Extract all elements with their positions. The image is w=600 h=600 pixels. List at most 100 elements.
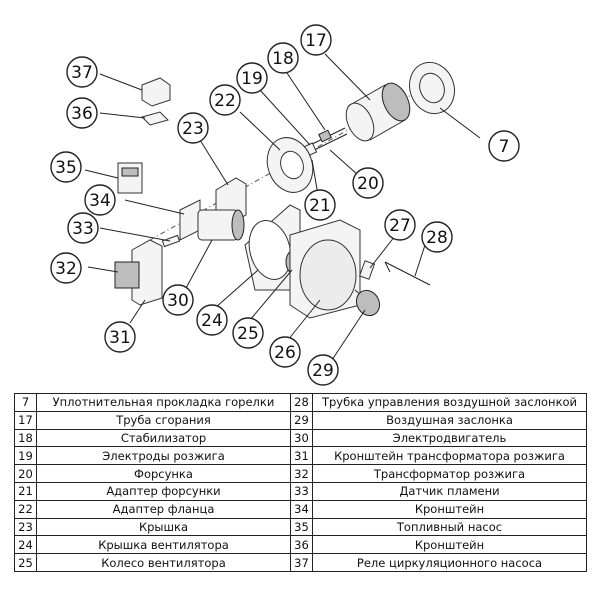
part-fan-cover <box>244 204 301 291</box>
callout-number: 29 <box>312 361 334 381</box>
callout-26: 26 <box>269 336 301 368</box>
callout-20: 20 <box>352 167 384 199</box>
callout-number: 21 <box>309 196 331 216</box>
callout-19: 19 <box>236 62 268 94</box>
part-name: Трансформатор розжига <box>312 464 587 483</box>
callout-30: 30 <box>162 284 194 316</box>
part-fuel-pump <box>117 162 143 194</box>
callout-22: 22 <box>209 84 241 116</box>
part-housing <box>289 219 361 319</box>
part-name: Крышка вентилятора <box>36 535 291 555</box>
callout-circle <box>300 24 332 56</box>
callout-36: 36 <box>66 97 98 129</box>
callout-circle <box>488 130 520 162</box>
callout-number: 22 <box>214 91 236 111</box>
part-number: 7 <box>14 393 37 412</box>
part-transformer <box>114 239 163 306</box>
part-gasket <box>408 61 456 115</box>
callout-number: 36 <box>71 104 93 124</box>
part-relay <box>141 77 171 107</box>
callout-number: 35 <box>55 158 77 178</box>
callout-18: 18 <box>267 42 299 74</box>
callout-circle <box>104 321 136 353</box>
callout-number: 28 <box>426 228 448 248</box>
callout-circle <box>177 112 209 144</box>
callout-23: 23 <box>177 112 209 144</box>
callout-circle <box>236 62 268 94</box>
part-number: 18 <box>14 428 37 448</box>
callout-7: 7 <box>488 130 520 162</box>
callout-number: 26 <box>274 343 296 363</box>
part-number: 21 <box>14 481 37 501</box>
part-name: Крышка <box>36 517 291 537</box>
part-electrodes <box>299 127 348 158</box>
callout-circle <box>84 184 116 216</box>
part-number: 19 <box>14 446 37 466</box>
callout-number: 33 <box>72 219 94 239</box>
part-number: 33 <box>290 481 313 501</box>
exploded-diagram: 7171819202122232425262728293031323334353… <box>50 24 520 386</box>
part-name: Реле циркуляционного насоса <box>312 553 587 572</box>
part-name: Труба сгорания <box>36 410 291 430</box>
part-flange-adapter <box>266 137 314 193</box>
part-name: Электродвигатель <box>312 428 587 448</box>
callout-25: 25 <box>232 317 264 349</box>
callout-number: 25 <box>237 324 259 344</box>
callout-number: 18 <box>272 49 294 69</box>
callout-labels: 7171819202122232425262728293031323334353… <box>50 24 520 386</box>
callout-number: 34 <box>89 191 111 211</box>
leader-lines <box>84 53 481 361</box>
part-number: 30 <box>290 428 313 448</box>
part-number: 28 <box>290 393 313 412</box>
callout-circle <box>267 42 299 74</box>
callout-number: 23 <box>182 119 204 139</box>
part-number: 34 <box>290 499 313 519</box>
part-bracket-36 <box>141 111 169 126</box>
part-name: Кронштейн <box>312 499 587 519</box>
callout-35: 35 <box>50 151 82 183</box>
part-motor <box>197 209 245 241</box>
part-number: 31 <box>290 446 313 466</box>
callout-29: 29 <box>307 354 339 386</box>
part-name: Уплотнительная прокладка горелки <box>36 393 291 412</box>
part-name: Датчик пламени <box>312 481 587 501</box>
callout-circle <box>304 189 336 221</box>
callout-circle <box>384 209 416 241</box>
callout-circle <box>232 317 264 349</box>
part-number: 29 <box>290 410 313 430</box>
callout-circle <box>162 284 194 316</box>
part-number: 36 <box>290 535 313 555</box>
part-number: 37 <box>290 553 313 572</box>
callout-number: 27 <box>389 216 411 236</box>
callout-number: 19 <box>241 69 263 89</box>
callout-27: 27 <box>384 209 416 241</box>
callout-33: 33 <box>67 212 99 244</box>
callout-37: 37 <box>66 56 98 88</box>
callout-number: 32 <box>55 259 77 279</box>
callout-number: 31 <box>109 328 131 348</box>
callout-circle <box>66 97 98 129</box>
callout-circle <box>50 151 82 183</box>
callout-number: 30 <box>167 291 189 311</box>
callout-21: 21 <box>304 189 336 221</box>
callout-number: 17 <box>305 31 327 51</box>
part-number: 17 <box>14 410 37 430</box>
part-number: 25 <box>14 553 37 572</box>
part-name: Форсунка <box>36 464 291 483</box>
part-bracket-34 <box>179 199 201 241</box>
callout-circle <box>307 354 339 386</box>
callout-28: 28 <box>421 221 453 253</box>
callout-circle <box>66 56 98 88</box>
part-name: Воздушная заслонка <box>312 410 587 430</box>
callout-17: 17 <box>300 24 332 56</box>
callout-number: 37 <box>71 63 93 83</box>
